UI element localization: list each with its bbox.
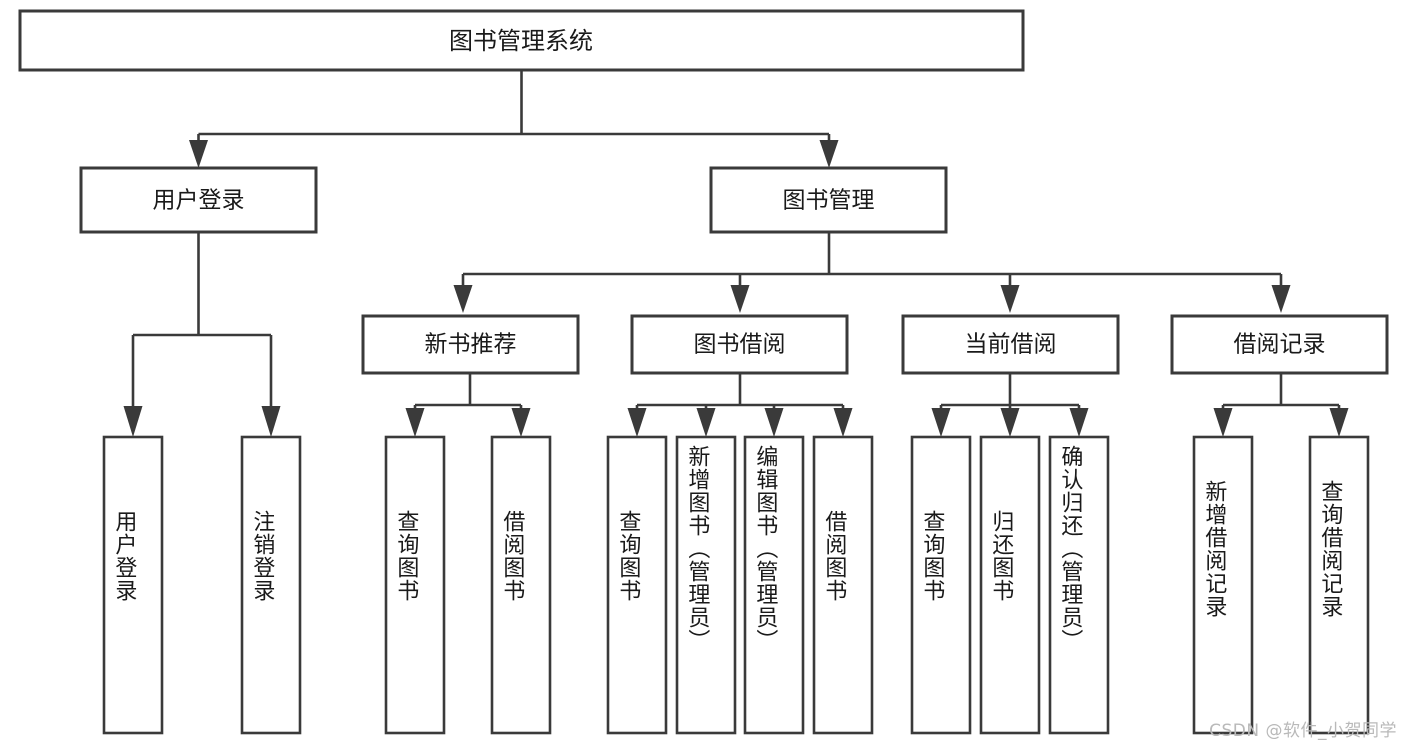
node-user-login[interactable]: 用户登录 <box>79 166 318 234</box>
leaf-box-current-borrow-3[interactable] <box>1048 435 1110 735</box>
arrow-head-leaf-book-borrow-4 <box>833 408 853 437</box>
leaf-box-book-borrow-4[interactable] <box>812 435 874 735</box>
node-book-manage[interactable]: 图书管理 <box>709 166 948 234</box>
leaf-group-current-borrow <box>910 435 1110 735</box>
arrow-head-leaf-new-book-1 <box>405 408 425 437</box>
leaf-box-book-borrow-2[interactable] <box>675 435 737 735</box>
leaf-box-user-login-2[interactable] <box>240 435 302 735</box>
leaf-box-user-login-1[interactable] <box>102 435 164 735</box>
node-root[interactable]: 图书管理系统 <box>18 9 1025 72</box>
arrow-head-leaf-current-borrow-2 <box>1000 408 1020 437</box>
arrow-head-leaf-current-borrow-1 <box>931 408 951 437</box>
watermark-text: CSDN @软件_小贺同学 <box>1209 721 1397 741</box>
arrow-head-book-borrow <box>730 285 750 313</box>
connector-group-root <box>189 70 839 168</box>
arrow-head-leaf-user-login-1 <box>123 406 143 437</box>
arrow-head-leaf-book-borrow-3 <box>764 408 784 437</box>
connector-group-new-book-recommend <box>405 373 531 437</box>
node-new-book-recommend-box[interactable] <box>361 314 580 375</box>
node-borrow-record[interactable]: 借阅记录 <box>1170 314 1389 375</box>
node-user-login-box[interactable] <box>79 166 318 234</box>
leaf-group-new-book-recommend <box>384 435 552 735</box>
leaf-group-borrow-record <box>1192 435 1370 735</box>
node-user-login-label: 用户登录 <box>153 188 245 214</box>
node-current-borrow-box[interactable] <box>901 314 1120 375</box>
arrow-head-user-login <box>189 140 208 168</box>
node-new-book-recommend[interactable]: 新书推荐 <box>361 314 580 375</box>
arrow-head-leaf-user-login-2 <box>261 406 281 437</box>
node-root-label: 图书管理系统 <box>449 27 593 55</box>
arrow-head-book-manage <box>819 140 839 168</box>
connector-group-book-borrow <box>627 373 853 437</box>
leaf-box-borrow-record-2[interactable] <box>1308 435 1370 735</box>
node-book-borrow-box[interactable] <box>630 314 849 375</box>
leaf-box-current-borrow-1[interactable] <box>910 435 972 735</box>
leaf-box-current-borrow-2[interactable] <box>979 435 1041 735</box>
node-book-manage-label: 图书管理 <box>783 188 875 214</box>
arrow-head-leaf-book-borrow-1 <box>627 408 647 437</box>
connector-group-current-borrow <box>931 373 1089 437</box>
arrow-head-leaf-new-book-2 <box>511 408 531 437</box>
arrow-head-new-book-recommend <box>453 285 473 313</box>
connector-group-book-manage <box>453 232 1291 313</box>
leaf-group-user-login <box>102 435 302 735</box>
arrow-head-borrow-record <box>1271 285 1291 313</box>
node-root-box[interactable] <box>18 9 1025 72</box>
leaf-box-book-borrow-3[interactable] <box>743 435 805 735</box>
node-book-borrow-label: 图书借阅 <box>694 332 786 358</box>
node-new-book-recommend-label: 新书推荐 <box>425 332 517 358</box>
connector-group-user-login <box>123 232 281 437</box>
leaf-box-new-book-1[interactable] <box>384 435 446 735</box>
arrow-head-leaf-book-borrow-2 <box>696 408 716 437</box>
leaf-box-new-book-2[interactable] <box>490 435 552 735</box>
node-book-manage-box[interactable] <box>709 166 948 234</box>
arrow-head-leaf-borrow-record-1 <box>1213 408 1233 437</box>
node-current-borrow[interactable]: 当前借阅 <box>901 314 1120 375</box>
leaf-box-borrow-record-1[interactable] <box>1192 435 1254 735</box>
arrow-head-leaf-borrow-record-2 <box>1329 408 1349 437</box>
connector-group-borrow-record <box>1213 373 1349 437</box>
arrow-head-leaf-current-borrow-3 <box>1069 408 1089 437</box>
node-borrow-record-label: 借阅记录 <box>1234 332 1326 358</box>
leaf-box-book-borrow-1[interactable] <box>606 435 668 735</box>
node-current-borrow-label: 当前借阅 <box>965 332 1057 358</box>
leaf-group-book-borrow <box>606 435 874 735</box>
node-borrow-record-box[interactable] <box>1170 314 1389 375</box>
arrow-head-current-borrow <box>1000 285 1020 313</box>
node-book-borrow[interactable]: 图书借阅 <box>630 314 849 375</box>
